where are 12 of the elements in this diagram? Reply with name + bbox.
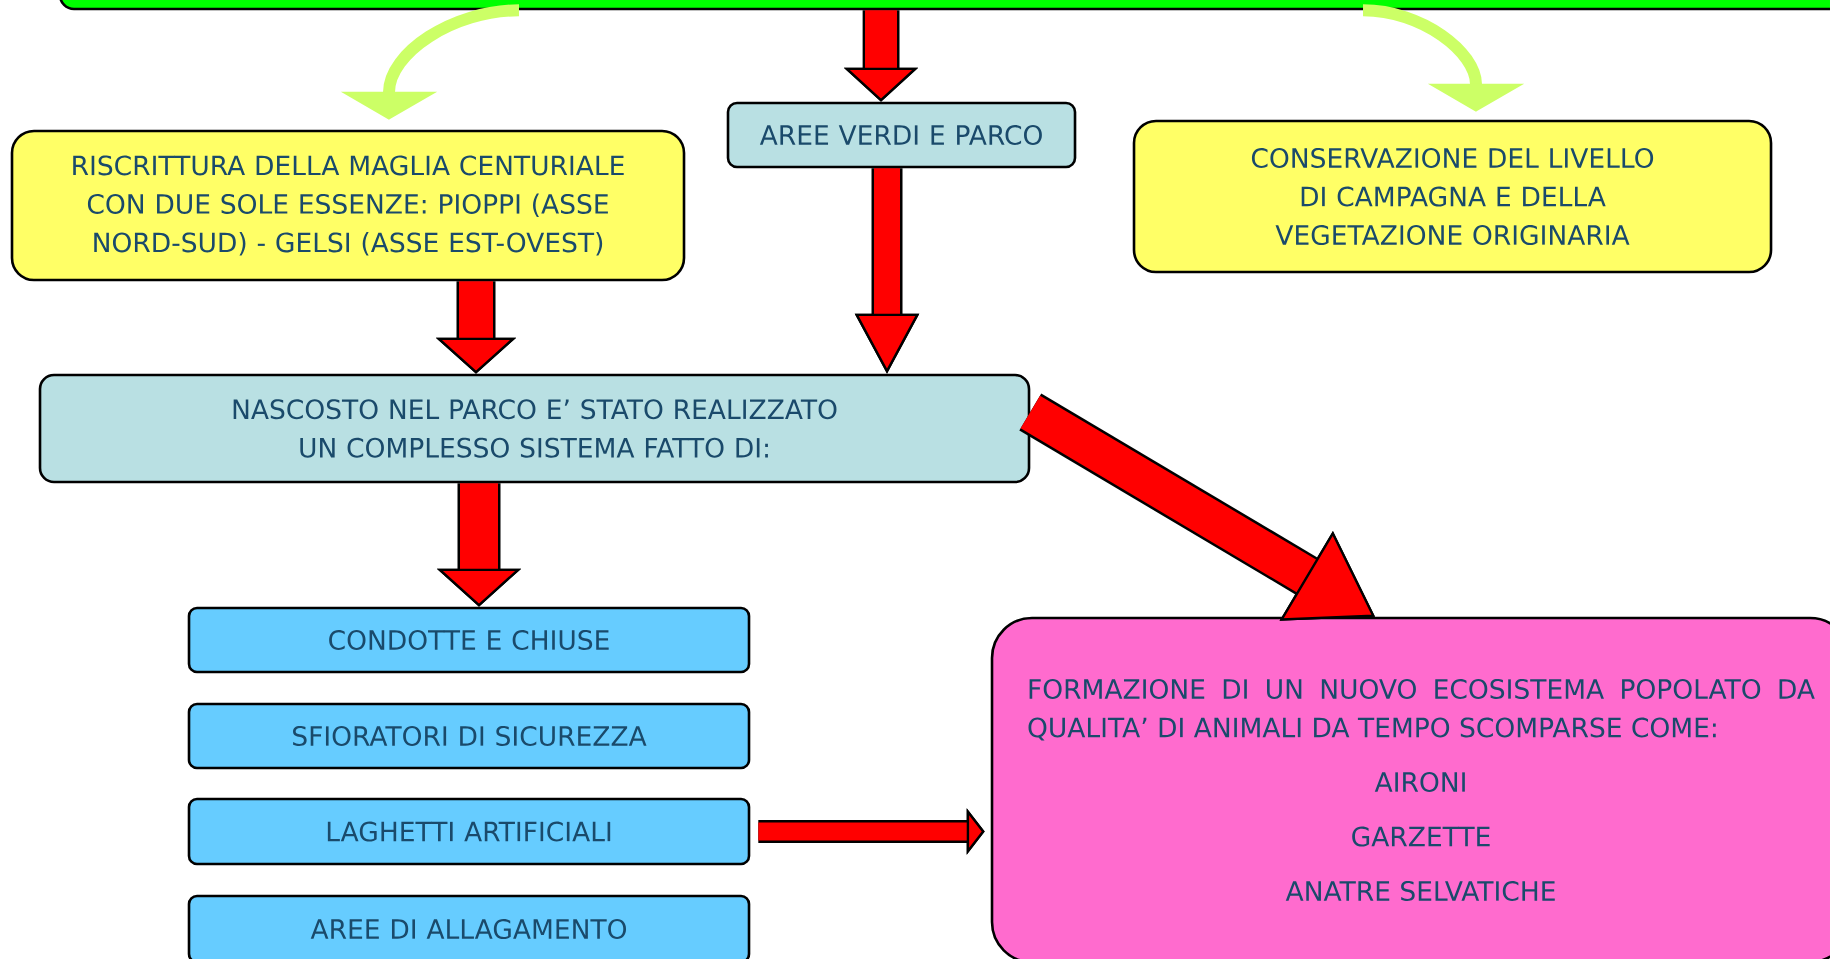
- text-box: AREE VERDI E PARCO: [726, 101, 1077, 169]
- text-box: FORMAZIONE DI UN NUOVO ECOSISTEMA POPOLATO DA QUALITA’ DI ANIMALI DA TEMPO SCOMPARSE COME: AIRONI GARZETTE ANATRE SELVATICHE: [990, 616, 1830, 959]
- list-box: SFIORATORI DI SICUREZZA: [187, 702, 751, 770]
- block-arrow: [1019, 393, 1375, 621]
- text-box: NASCOSTO NEL PARCO E’ STATO REALIZZATO UN COMPLESSO SISTEMA FATTO DI:: [38, 373, 1031, 484]
- list-box: LAGHETTI ARTIFICIALI: [187, 797, 751, 866]
- list-box: CONDOTTE E CHIUSE: [187, 606, 751, 674]
- list-box: AREE DI ALLAGAMENTO: [187, 894, 751, 959]
- banner-box: [58, 0, 1830, 11]
- text-box: CONSERVAZIONE DEL LIVELLO DI CAMPAGNA E DELLA VEGETAZIONE ORIGINARIA: [1132, 119, 1773, 274]
- curved-arrow: [1362, 4, 1525, 112]
- text-box: RISCRITTURA DELLA MAGLIA CENTURIALE CON DUE SOLE ESSENZE: PIOPPI (ASSE NORD-SUD) - GELSI (ASSE EST-OVEST): [10, 129, 686, 282]
